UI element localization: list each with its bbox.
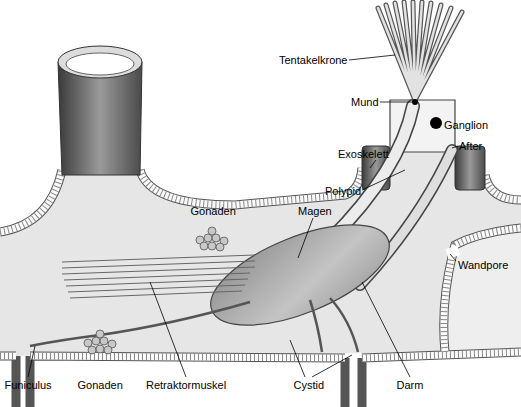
- tentacle-crown: [378, 2, 462, 100]
- funiculus: [30, 298, 358, 352]
- funiculus-strand: [310, 300, 322, 352]
- leader-line: [362, 170, 405, 190]
- part-label: Tentakelkrone: [279, 53, 348, 67]
- part-label: Funiculus: [5, 378, 52, 392]
- wall-pore: [447, 250, 459, 254]
- muscle-fibers: [62, 255, 255, 298]
- left-orifice: [58, 46, 142, 175]
- part-label: Ganglion: [444, 118, 488, 132]
- wall-outline: [0, 168, 521, 407]
- orifice-opening: [66, 53, 134, 75]
- gonad-cell: [96, 345, 104, 353]
- part-label: Wandpore: [458, 258, 508, 272]
- leader-line: [370, 160, 376, 168]
- stomach: [198, 204, 403, 346]
- leader-line: [450, 254, 456, 261]
- part-label: Gonaden: [78, 378, 123, 392]
- tentacle-outline: [378, 2, 462, 100]
- part-label: Darm: [397, 378, 424, 392]
- tentacle-fill: [378, 2, 462, 100]
- part-label: Gonaden: [191, 204, 236, 218]
- leader-line: [150, 282, 186, 377]
- wall-inner: [0, 168, 521, 358]
- gonad-cell: [216, 243, 224, 251]
- leader-line: [28, 346, 35, 377]
- body-wall: [0, 168, 521, 407]
- gonad-cell: [88, 346, 96, 354]
- ganglion-dot: [430, 117, 442, 129]
- mouth-dot: [412, 99, 418, 105]
- wall-hatching: [0, 168, 521, 358]
- part-label: Polypid: [325, 184, 361, 198]
- gonad-cell: [96, 330, 104, 338]
- part-label: Cystid: [294, 378, 325, 392]
- gonad-cell: [200, 242, 208, 250]
- leader-line: [452, 146, 458, 148]
- leader-line: [290, 340, 305, 377]
- gonad-cell: [208, 242, 216, 250]
- leader-line: [362, 282, 410, 377]
- orifice-rim: [58, 46, 142, 78]
- orifice-cup: [58, 62, 142, 175]
- leader-line: [380, 102, 412, 103]
- exoskeleton-right: [455, 146, 485, 190]
- gonads-upper: [196, 227, 228, 251]
- gonad-cell: [208, 227, 216, 235]
- leader-line: [349, 55, 395, 60]
- funiculus-strand: [330, 298, 358, 352]
- esophagus-fill: [330, 106, 413, 240]
- retractor-muscle: [62, 255, 255, 298]
- part-label: Magen: [298, 204, 332, 218]
- gonads-lower: [84, 330, 116, 354]
- part-label: Exoskelett: [338, 147, 389, 161]
- part-label: Retraktormuskel: [146, 378, 226, 392]
- leader-lines: [28, 55, 458, 377]
- leader-line: [312, 355, 352, 377]
- funiculus-strand: [30, 302, 250, 346]
- esophagus-outline: [330, 106, 413, 240]
- part-label: Mund: [351, 95, 379, 109]
- part-label: After: [459, 139, 482, 153]
- gonad-cell: [104, 346, 112, 354]
- leader-line: [298, 218, 313, 258]
- body-cavity-right: [444, 228, 521, 352]
